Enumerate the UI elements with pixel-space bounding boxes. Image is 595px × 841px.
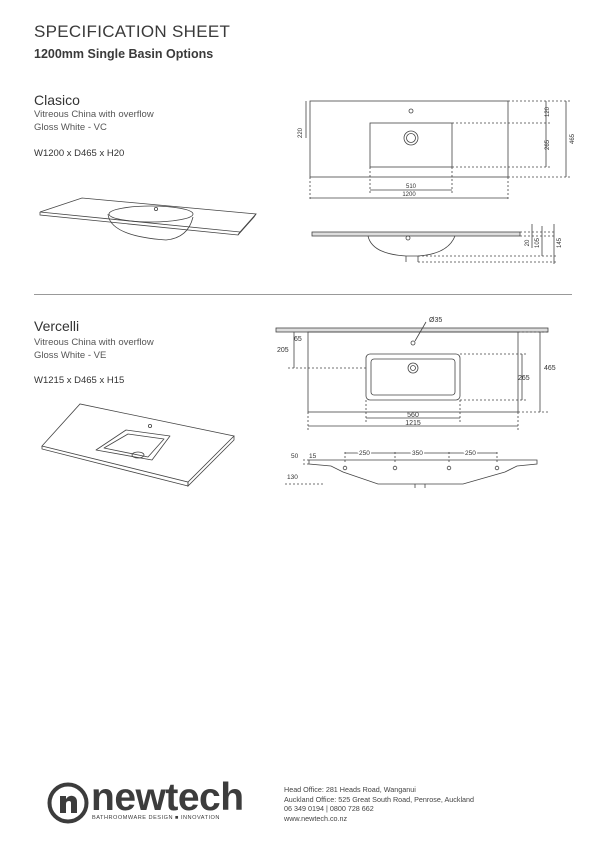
clasico-side-view-drawing: 20 105 145 (311, 224, 563, 264)
product-finish-clasico: Gloss White - VC (34, 122, 107, 133)
vercelli-top-view-drawing: Ø35 65 205 465 265 560 1215 (275, 317, 556, 430)
dim-15: 15 (309, 453, 317, 460)
dim-65: 65 (294, 336, 302, 343)
dim-20: 20 (525, 239, 531, 246)
dim-265-vercelli: 265 (518, 375, 530, 382)
product-name-clasico: Clasico (34, 92, 80, 108)
product-dimensions-vercelli: W1215 x D465 x H15 (34, 375, 125, 386)
dim-510: 510 (406, 184, 417, 190)
dim-dia-35: Ø35 (429, 317, 442, 324)
vercelli-side-view-drawing: 250 350 250 50 15 130 (285, 449, 538, 488)
auckland-office: Auckland Office: 525 Great South Road, P… (284, 794, 475, 804)
product-dimensions-clasico: W1200 x D465 x H20 (34, 148, 125, 159)
dim-145: 145 (557, 237, 563, 248)
dim-560: 560 (407, 412, 419, 419)
product-finish-vercelli: Gloss White - VE (34, 350, 107, 361)
product-material-vercelli: Vitreous China with overflow (34, 337, 154, 348)
dim-205: 205 (277, 347, 289, 354)
newtech-logo-icon (47, 782, 89, 824)
dim-465: 465 (570, 133, 576, 144)
head-office: Head Office: 281 Heads Road, Wanganui (284, 785, 416, 794)
dim-50: 50 (291, 453, 299, 460)
dim-265: 265 (545, 139, 551, 150)
dim-350: 350 (412, 450, 423, 457)
dim-250-right: 250 (465, 450, 476, 457)
product-name-vercelli: Vercelli (34, 318, 80, 334)
dim-1215: 1215 (405, 420, 421, 427)
vercelli-perspective-drawing (41, 403, 235, 487)
page-subtitle: 1200mm Single Basin Options (34, 47, 214, 61)
clasico-top-view-drawing: 220 120 265 465 510 1200 (298, 100, 576, 201)
product-material-clasico: Vitreous China with overflow (34, 109, 154, 120)
dim-130: 130 (287, 474, 298, 481)
clasico-perspective-drawing (39, 197, 257, 241)
dim-465-vercelli: 465 (544, 365, 556, 372)
brand-tagline: BATHROOMWARE DESIGN ■ INNOVATION (92, 815, 220, 821)
footer-contact: Head Office: 281 Heads Road, Wanganui Au… (284, 785, 474, 823)
phone-numbers: 06 349 0194 | 0800 728 662 (284, 804, 374, 814)
dim-120: 120 (545, 106, 551, 117)
section-divider (34, 294, 572, 295)
brand-name: newtech (91, 776, 244, 819)
dim-220: 220 (298, 127, 304, 138)
dim-250-left: 250 (359, 450, 370, 457)
dim-105: 105 (535, 237, 541, 248)
dim-1200: 1200 (402, 192, 416, 198)
website-link[interactable]: www.newtech.co.nz (284, 813, 348, 823)
page-title: SPECIFICATION SHEET (34, 22, 231, 41)
